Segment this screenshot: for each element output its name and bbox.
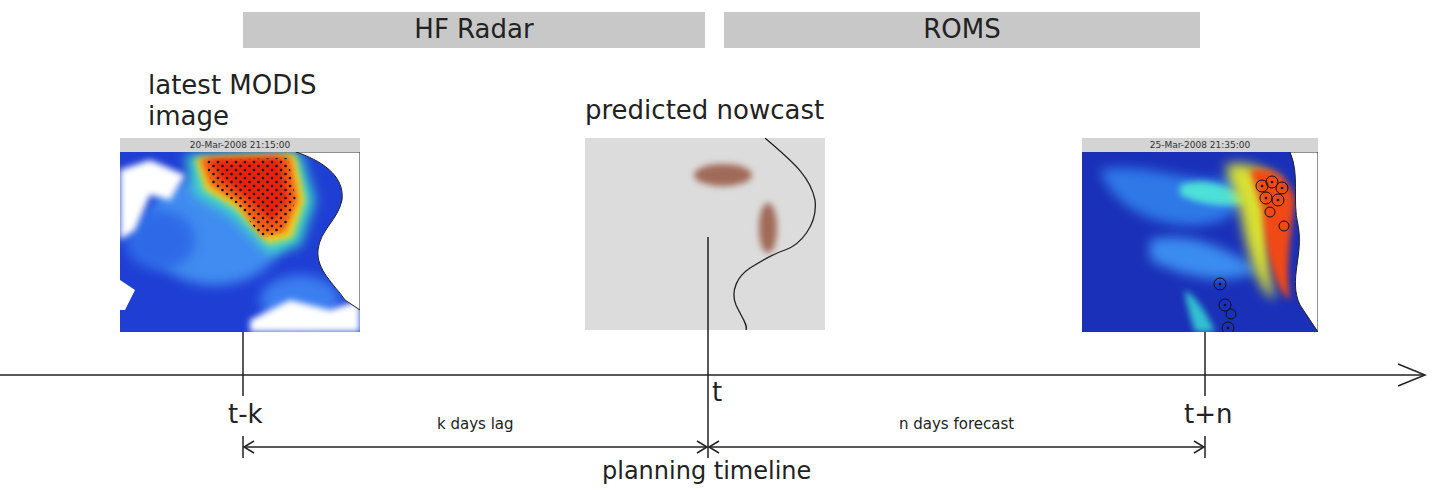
- timeline: [0, 237, 1425, 458]
- time-mark: t: [709, 378, 725, 408]
- time-mark: t+n: [1181, 400, 1235, 430]
- timestamp: 20-Mar-2008 21:15:00: [120, 139, 360, 151]
- image-heading: latest MODIS image: [148, 70, 358, 132]
- image-heading: predicted nowcast: [585, 95, 824, 126]
- time-mark: t-k: [225, 400, 266, 430]
- satellite-image: latest MODIS image20-Mar-2008 21:15:00: [120, 138, 360, 332]
- span-label: n days forecast: [896, 416, 1017, 433]
- header-bar: ROMS: [724, 12, 1200, 48]
- bar-title: HF Radar: [243, 14, 705, 45]
- model-image: 25-Mar-2008 21:35:00: [1082, 138, 1318, 332]
- axis-title: planning timeline: [599, 458, 814, 486]
- modis-image: [120, 138, 360, 332]
- roms-image: [1082, 138, 1318, 334]
- header-bar: HF Radar: [243, 12, 705, 48]
- bar-title: ROMS: [724, 14, 1200, 45]
- span-label: k days lag: [434, 416, 517, 433]
- nowcast-sketch: [585, 138, 825, 330]
- timestamp: 25-Mar-2008 21:35:00: [1082, 139, 1318, 151]
- nowcast-box: predicted nowcast: [585, 138, 825, 330]
